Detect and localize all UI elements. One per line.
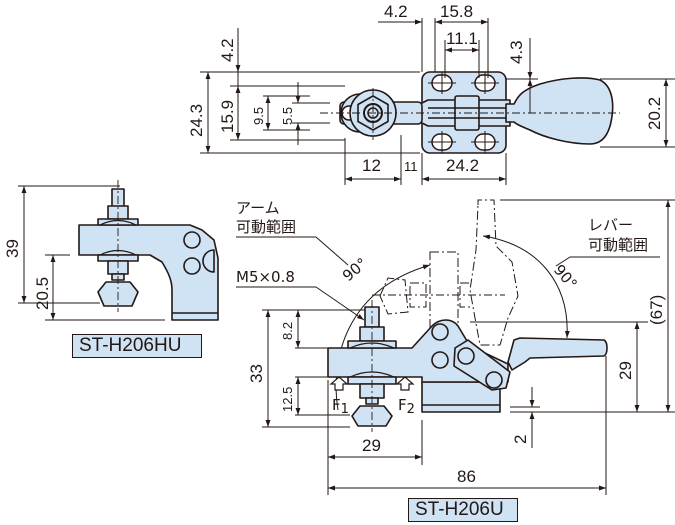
lever xyxy=(507,337,608,371)
dim-24-2: 24.2 xyxy=(446,156,479,175)
dim-15-8: 15.8 xyxy=(440,2,473,21)
dim-39: 39 xyxy=(3,239,22,258)
dim-20-2: 20.2 xyxy=(645,97,664,130)
thread-label: M5×0.8 xyxy=(236,268,295,286)
dim-9-5: 9.5 xyxy=(251,107,266,125)
dim-5-5: 5.5 xyxy=(280,107,295,125)
pivot-pin xyxy=(431,351,449,369)
lever-angle: 90° xyxy=(550,261,581,293)
link-pin xyxy=(202,249,215,273)
pivot-pin xyxy=(183,257,201,275)
ghost-spindle-tip xyxy=(379,277,409,315)
dim-33: 33 xyxy=(247,364,266,383)
u-view: アーム 可動範囲 90° レバー 可動範囲 90° M5×0.8 xyxy=(236,199,675,495)
ghost-arm xyxy=(429,251,459,331)
dim-11-1: 11.1 xyxy=(446,29,478,48)
lever-handle xyxy=(505,77,614,145)
dim-29-v: 29 xyxy=(616,361,635,380)
lever-range-label-2: 可動範囲 xyxy=(588,236,648,254)
dim-4-2-v: 4.2 xyxy=(218,38,237,62)
lever-range-arc xyxy=(482,234,570,339)
link-pin xyxy=(485,371,503,389)
arm-angle: 90° xyxy=(339,254,371,285)
dim-24-3: 24.3 xyxy=(187,104,206,137)
force-f1: F1 xyxy=(332,396,349,417)
link-pin xyxy=(457,347,475,365)
hu-view: 39 20.5 xyxy=(3,180,219,321)
dim-12: 12 xyxy=(362,156,381,175)
arm-range-arc xyxy=(335,264,431,411)
top-view: 4.2 15.8 11.1 4.3 20.2 4.2 24.3 15.9 9.5… xyxy=(187,2,675,185)
force-f2: F2 xyxy=(398,396,415,417)
ghost-lever xyxy=(469,199,519,346)
dim-11: 11 xyxy=(404,159,418,174)
force-arrow-icon xyxy=(395,376,415,391)
dim-67: (67) xyxy=(647,295,666,325)
dim-4-2-h: 4.2 xyxy=(384,2,408,21)
model-label-hu: ST-H206HU xyxy=(72,334,202,358)
pivot-pin xyxy=(431,323,449,341)
dim-86: 86 xyxy=(457,467,476,486)
mount-slot-icon xyxy=(428,72,499,153)
force-arrow-icon xyxy=(329,376,349,391)
dim-29-h: 29 xyxy=(362,436,381,455)
dim-12-5: 12.5 xyxy=(280,387,295,412)
arm-range-label-2: 可動範囲 xyxy=(236,218,296,236)
dim-15-9: 15.9 xyxy=(218,100,237,133)
dim-2: 2 xyxy=(511,435,530,444)
lever-range-label-1: レバー xyxy=(588,216,633,234)
pivot-pin xyxy=(183,231,201,249)
clamp-body xyxy=(78,224,219,321)
dim-20-5: 20.5 xyxy=(33,277,52,310)
model-label-u: ST-H206U xyxy=(408,498,518,522)
dim-4-3: 4.3 xyxy=(507,40,526,64)
arm-range-label-1: アーム xyxy=(236,199,280,217)
dim-8-2: 8.2 xyxy=(280,322,295,340)
